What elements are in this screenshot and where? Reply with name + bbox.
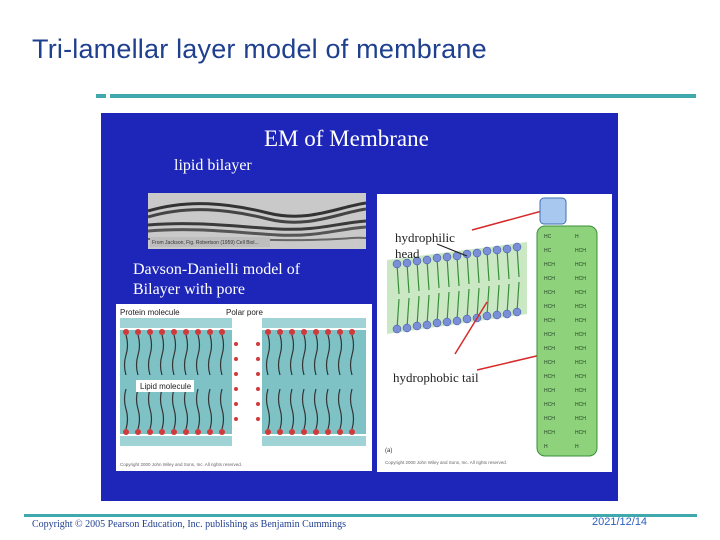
title-divider-accent — [96, 94, 106, 98]
slide-title: Tri-lamellar layer model of membrane — [32, 34, 487, 65]
model-line-2: Bilayer with pore — [133, 280, 300, 300]
panel-part-label: (a) — [385, 448, 392, 454]
slide-date: 2021/12/14 — [592, 516, 647, 528]
lipid-bilayer-label: lipid bilayer — [174, 157, 252, 175]
em-caption: From Jackson, Fig. Robertson (1959) Cell… — [152, 240, 259, 246]
title-divider — [110, 94, 696, 98]
svg-text:HCH: HCH — [575, 318, 586, 324]
svg-text:H: H — [575, 444, 579, 450]
svg-text:HCH: HCH — [544, 360, 555, 366]
svg-text:HCH: HCH — [575, 248, 586, 254]
svg-text:HCH: HCH — [575, 430, 586, 436]
svg-text:HCH: HCH — [575, 360, 586, 366]
left-panel-copyright: Copyright 2000 John Wiley and Sons, Inc.… — [120, 462, 242, 467]
svg-text:HCH: HCH — [544, 318, 555, 324]
svg-text:HCH: HCH — [575, 290, 586, 296]
svg-text:HCH: HCH — [575, 304, 586, 310]
svg-text:HCH: HCH — [544, 416, 555, 422]
svg-text:H: H — [575, 234, 579, 240]
svg-text:HCH: HCH — [544, 346, 555, 352]
hydrophobic-tail-label: hydrophobic tail — [393, 370, 479, 385]
figure-title: EM of Membrane — [264, 126, 429, 152]
protein-molecule-label: Protein molecule — [120, 308, 180, 317]
svg-text:HCH: HCH — [544, 276, 555, 282]
svg-text:HCH: HCH — [575, 388, 586, 394]
hydrophilic-label: hydrophilic — [395, 230, 455, 245]
svg-text:HCH: HCH — [544, 374, 555, 380]
svg-text:HCH: HCH — [575, 276, 586, 282]
svg-text:H: H — [544, 444, 548, 450]
polar-pore-label: Polar pore — [226, 308, 263, 317]
svg-text:HCH: HCH — [544, 388, 555, 394]
svg-text:HCH: HCH — [544, 290, 555, 296]
svg-text:HCH: HCH — [575, 262, 586, 268]
svg-text:HCH: HCH — [575, 374, 586, 380]
head-label: head — [395, 246, 420, 261]
svg-text:HCH: HCH — [544, 402, 555, 408]
svg-text:HCH: HCH — [575, 346, 586, 352]
davson-danielli-diagram: Protein molecule Polar pore Lipid molecu… — [116, 304, 372, 471]
em-micrograph: From Jackson, Fig. Robertson (1959) Cell… — [148, 193, 366, 249]
svg-text:HCH: HCH — [575, 402, 586, 408]
svg-text:HCH: HCH — [544, 262, 555, 268]
davson-danielli-label: Davson-Danielli model of Bilayer with po… — [133, 260, 300, 300]
svg-text:HCH: HCH — [544, 304, 555, 310]
svg-text:HCH: HCH — [575, 332, 586, 338]
svg-text:HC: HC — [544, 234, 552, 240]
model-line-1: Davson-Danielli model of — [133, 260, 300, 280]
right-panel-copyright: Copyright 2000 John Wiley and Sons, Inc.… — [385, 460, 507, 465]
svg-text:HCH: HCH — [575, 416, 586, 422]
svg-text:HCH: HCH — [544, 332, 555, 338]
svg-text:HCH: HCH — [544, 430, 555, 436]
svg-text:HC: HC — [544, 248, 552, 254]
lipid-molecule-label: Lipid molecule — [140, 382, 192, 391]
copyright-footer: Copyright © 2005 Pearson Education, Inc.… — [32, 519, 346, 530]
